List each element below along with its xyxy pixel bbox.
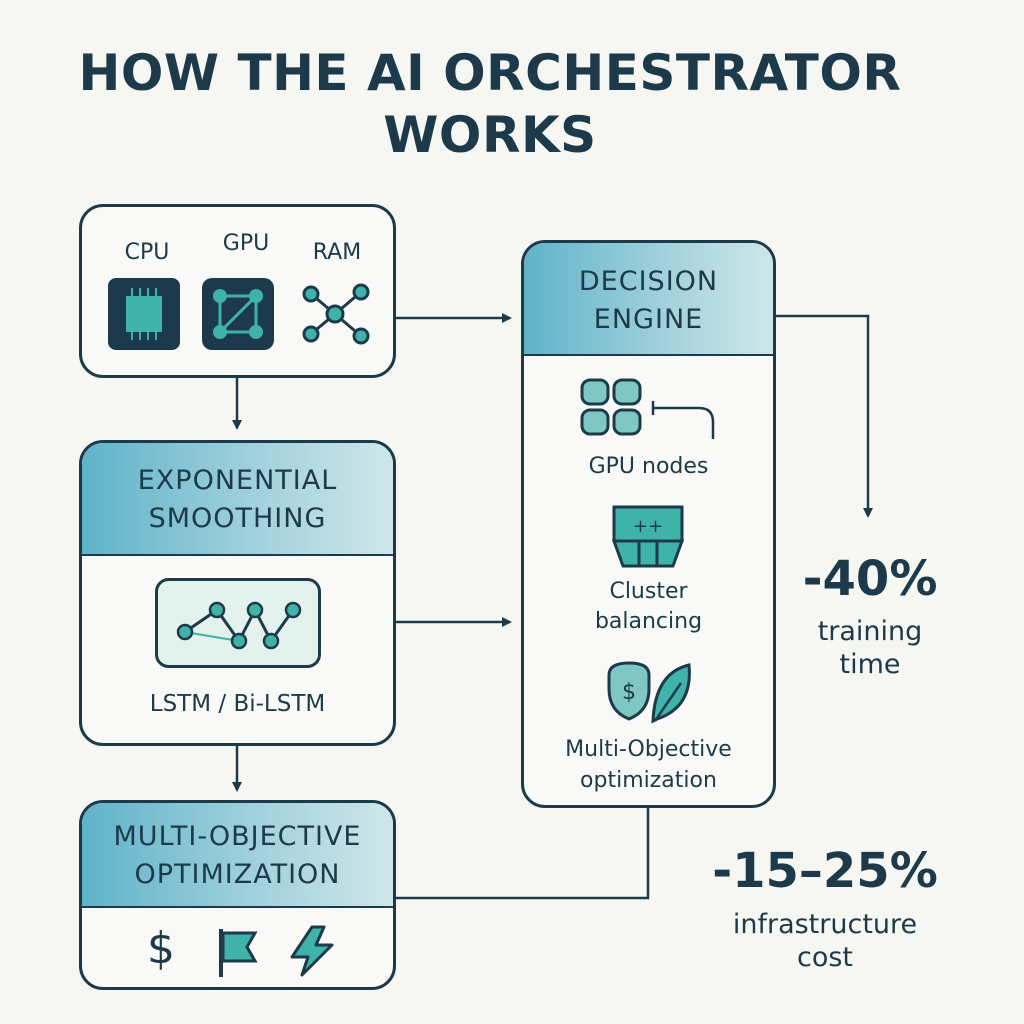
lstm-label: LSTM / Bi-LSTM xyxy=(149,691,326,717)
lightning-icon xyxy=(290,925,334,977)
decision-engine-box: DECISION ENGINE GPU nodes ++ Cluster bal… xyxy=(521,240,776,808)
training-time-label: training time xyxy=(770,615,970,681)
multi-objective-box: MULTI-OBJECTIVE OPTIMIZATION $ xyxy=(79,800,396,990)
gpu-icon xyxy=(202,278,274,350)
cluster-label-line-1: Cluster xyxy=(609,579,688,604)
multi-objective-heading: MULTI-OBJECTIVE OPTIMIZATION xyxy=(82,803,393,908)
time-series-icon xyxy=(155,578,321,668)
cpu-label: CPU xyxy=(124,240,170,265)
exponential-smoothing-box: EXPONENTIAL SMOOTHING LSTM / Bi-LSTM xyxy=(79,440,396,746)
svg-text:$: $ xyxy=(622,680,636,705)
cluster-icon: ++ xyxy=(611,505,685,568)
connector-optimization-to-engine xyxy=(396,808,650,900)
optimization-heading-line-2: OPTIMIZATION xyxy=(134,859,341,890)
ram-label: RAM xyxy=(312,240,362,265)
cpu-icon xyxy=(108,278,180,350)
flag-icon xyxy=(219,929,258,977)
title-line-2: WORKS xyxy=(383,106,597,164)
infrastructure-cost-label: infrastructure cost xyxy=(680,908,970,974)
cluster-label-line-2: balancing xyxy=(594,609,703,634)
cost-label-line-2: cost xyxy=(796,942,854,973)
training-time-value: -40% xyxy=(802,551,938,607)
multi-objective-label-line-2: optimization xyxy=(580,768,717,793)
training-label-line-2: time xyxy=(839,649,901,680)
infrastructure-cost-value: -15–25% xyxy=(712,843,938,899)
engine-heading-line-1: DECISION xyxy=(578,266,719,297)
cost-label-line-1: infrastructure xyxy=(732,909,918,940)
optimization-heading-line-1: MULTI-OBJECTIVE xyxy=(113,821,362,852)
decision-engine-heading: DECISION ENGINE xyxy=(524,243,773,356)
cluster-balancing-label: Cluster balancing xyxy=(524,577,773,637)
engine-heading-line-2: ENGINE xyxy=(593,304,704,335)
ram-icon xyxy=(302,283,370,345)
dollar-icon: $ xyxy=(147,923,175,974)
arrow-engine-to-training xyxy=(776,314,873,518)
svg-text:++: ++ xyxy=(633,516,663,537)
title-line-1: HOW THE AI ORCHESTRATOR xyxy=(78,44,902,102)
training-label-line-1: training xyxy=(817,616,923,647)
multi-objective-label-line-1: Multi-Objective xyxy=(565,737,732,762)
gpu-nodes-icon xyxy=(580,378,715,439)
resources-box: CPU GPU RAM xyxy=(79,204,396,378)
gpu-label: GPU xyxy=(222,231,270,256)
exponential-smoothing-heading: EXPONENTIAL SMOOTHING xyxy=(82,443,393,556)
smoothing-heading-line-2: SMOOTHING xyxy=(148,503,327,534)
page-title: HOW THE AI ORCHESTRATOR WORKS xyxy=(60,42,920,166)
multi-objective-label: Multi-Objective optimization xyxy=(524,734,773,796)
dollar-leaf-icon: $ xyxy=(607,661,691,724)
smoothing-heading-line-1: EXPONENTIAL xyxy=(137,465,338,496)
gpu-nodes-label: GPU nodes xyxy=(588,454,709,479)
